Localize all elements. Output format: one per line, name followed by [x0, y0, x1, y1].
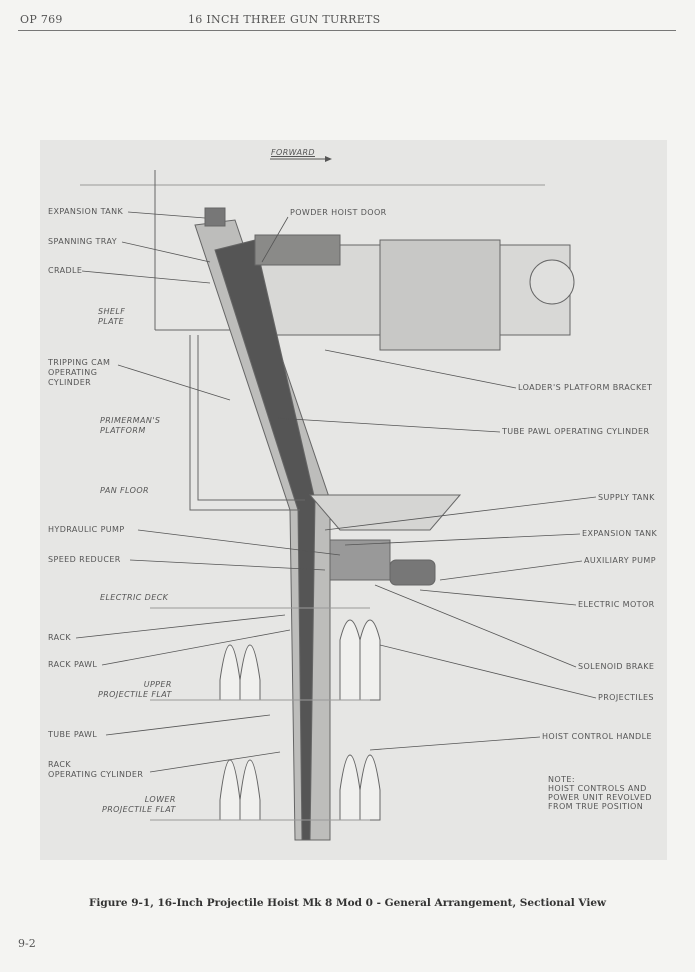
- label-pan-floor: PAN FLOOR: [100, 486, 149, 495]
- label-lower-projectile-flat: LOWER PROJECTILE FLAT: [102, 795, 176, 814]
- label-solenoid-brake: SOLENOID BRAKE: [578, 662, 655, 671]
- label-rack-operating-cylinder: RACK OPERATING CYLINDER: [48, 760, 144, 779]
- diagram-note: NOTE: HOIST CONTROLS AND POWER UNIT REVO…: [548, 775, 652, 811]
- label-electric-motor: ELECTRIC MOTOR: [578, 600, 655, 609]
- label-cradle: CRADLE: [48, 266, 83, 275]
- label-projectiles: PROJECTILES: [598, 693, 654, 702]
- label-expansion-tank-right: EXPANSION TANK: [582, 529, 658, 538]
- label-hoist-control-handle: HOIST CONTROL HANDLE: [542, 732, 652, 741]
- label-rack: RACK: [48, 633, 71, 642]
- label-hydraulic-pump: HYDRAULIC PUMP: [48, 525, 125, 534]
- label-tube-pawl-operating-cylinder: TUBE PAWL OPERATING CYLINDER: [502, 427, 650, 436]
- sectional-diagram: FORWARD EXPANSION TANK POWDER HOIST DOOR…: [40, 140, 667, 860]
- page-number: 9-2: [18, 937, 36, 950]
- label-auxiliary-pump: AUXILIARY PUMP: [584, 556, 656, 565]
- label-upper-projectile-flat: UPPER PROJECTILE FLAT: [98, 680, 172, 699]
- forward-indicator: FORWARD: [271, 148, 315, 157]
- label-tripping-cam: TRIPPING CAM OPERATING CYLINDER: [48, 358, 111, 387]
- label-electric-deck: ELECTRIC DECK: [100, 593, 169, 602]
- document-id: OP 769: [20, 13, 63, 26]
- label-spanning-tray: SPANNING TRAY: [48, 237, 117, 246]
- label-powder-hoist-door: POWDER HOIST DOOR: [290, 208, 387, 217]
- header-rule: [18, 30, 676, 31]
- label-rack-pawl: RACK PAWL: [48, 660, 98, 669]
- label-loaders-platform-bracket: LOADER'S PLATFORM BRACKET: [518, 383, 653, 392]
- label-speed-reducer: SPEED REDUCER: [48, 555, 121, 564]
- diagram-drawing: [75, 156, 597, 841]
- label-primermans-platform: PRIMERMAN'S PLATFORM: [100, 416, 161, 435]
- label-tube-pawl: TUBE PAWL: [48, 730, 98, 739]
- label-shelf-plate: SHELF PLATE: [98, 307, 126, 326]
- figure-caption: Figure 9-1, 16-Inch Projectile Hoist Mk …: [88, 897, 607, 909]
- label-expansion-tank-left: EXPANSION TANK: [48, 207, 124, 216]
- label-supply-tank: SUPPLY TANK: [598, 493, 655, 502]
- running-title: 16 INCH THREE GUN TURRETS: [188, 13, 381, 26]
